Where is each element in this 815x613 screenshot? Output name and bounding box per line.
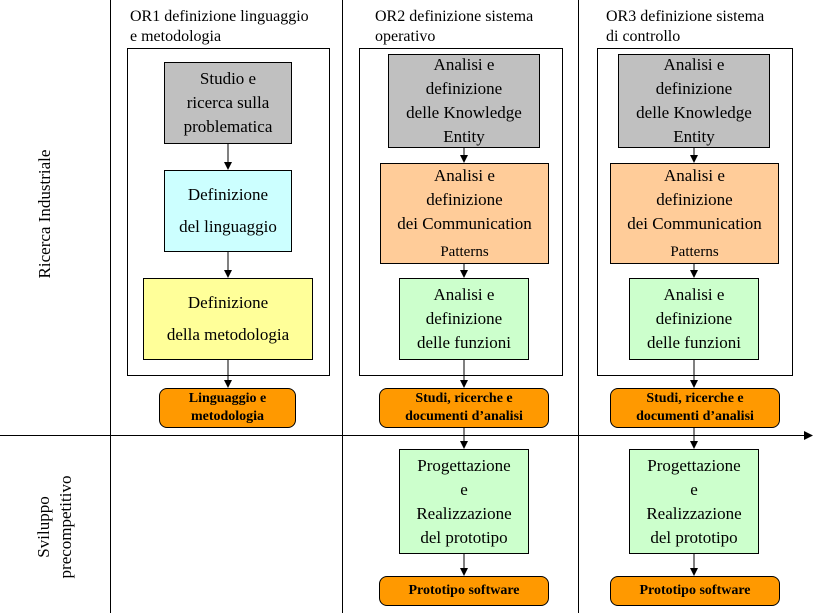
or1-output-linguaggio-metodologia: Linguaggio e metodologia: [159, 388, 296, 428]
column-title-or2: OR2 definizione sistema operativo: [375, 8, 534, 45]
or1-box-definizione-linguaggio: Definizione del linguaggio: [164, 170, 292, 252]
or2-box-communication-patterns: Analisi e definizione dei Communication …: [380, 163, 549, 264]
column-divider-middle: [342, 0, 343, 613]
or2-box-progettazione-realizzazione: Progettazione e Realizzazione del protot…: [399, 449, 529, 554]
phase-divider-line: [0, 435, 805, 436]
or3-box-knowledge-entity: Analisi e definizione delle Knowledge En…: [618, 54, 770, 148]
or3-box-definizione-funzioni: Analisi e definizione delle funzioni: [629, 278, 759, 360]
column-title-or3: OR3 definizione sistema di controllo: [606, 8, 765, 45]
column-title-or1: OR1 definizione linguaggio e metodologia: [130, 8, 309, 45]
or3-box-communication-patterns: Analisi e definizione dei Communication …: [610, 163, 779, 264]
or3-output-prototipo-software: Prototipo software: [610, 576, 780, 606]
or3-box-progettazione-realizzazione: Progettazione e Realizzazione del protot…: [629, 449, 759, 554]
or3-output-studi-ricerche: Studi, ricerche e documenti d’analisi: [610, 388, 780, 428]
or1-box-definizione-metodologia: Definizione della metodologia: [143, 278, 313, 360]
or2-box-definizione-funzioni: Analisi e definizione delle funzioni: [399, 278, 529, 360]
or2-output-studi-ricerche: Studi, ricerche e documenti d’analisi: [379, 388, 549, 428]
or2-box-knowledge-entity: Analisi e definizione delle Knowledge En…: [388, 54, 540, 148]
column-divider-left: [110, 0, 111, 613]
phase-axis-arrowhead: [804, 431, 813, 440]
or1-box-studio-ricerca: Studio e ricerca sulla problematica: [164, 62, 292, 144]
column-divider-right: [578, 0, 579, 613]
or2-output-prototipo-software: Prototipo software: [379, 576, 549, 606]
